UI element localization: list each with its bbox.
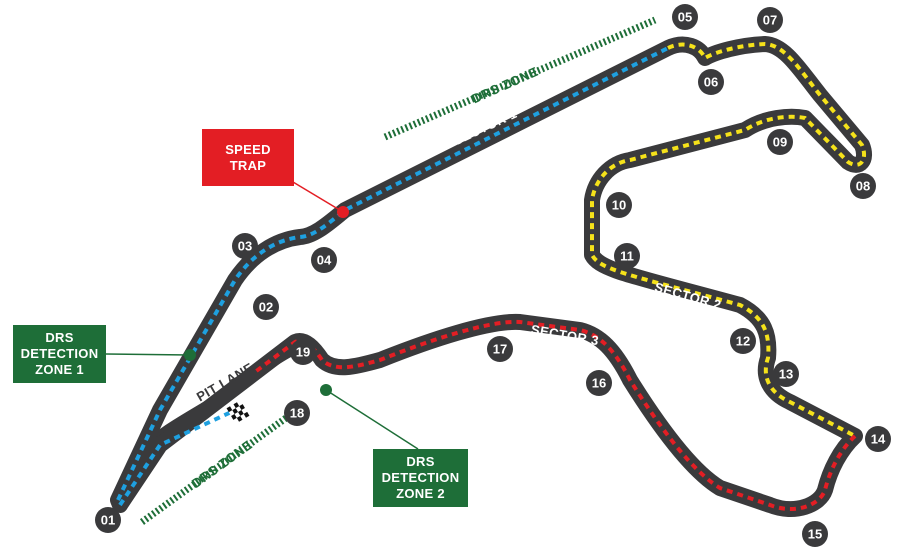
corner-number: 11 [620,249,634,264]
arrow-icon [222,420,233,432]
speed-trap-marker [337,206,349,218]
corner-badge-14: 14 [865,426,891,452]
corner-badge-13: 13 [773,361,799,387]
corner-number: 18 [290,406,304,421]
corner-badge-07: 07 [757,7,783,33]
track-outline [110,36,873,517]
speed-trap-box: SPEED TRAP [202,129,294,186]
corner-badge-04: 04 [311,247,337,273]
corner-number: 09 [773,135,787,150]
corner-number: 06 [704,75,718,90]
corner-number: 12 [736,334,750,349]
corner-badge-02: 02 [253,294,279,320]
sector-3-path [253,319,857,511]
corner-badge-10: 10 [606,192,632,218]
corner-badge-06: 06 [698,69,724,95]
corner-number: 02 [259,300,273,315]
corner-badge-19: 19 [290,339,316,365]
speed-trap-connector [292,181,344,213]
sector-2-path [590,41,867,438]
corner-badge-18: 18 [284,400,310,426]
corner-number: 05 [678,10,692,25]
corner-badge-17: 17 [487,336,513,362]
corner-badge-09: 09 [767,129,793,155]
sector-1-path-start [118,406,241,507]
drs-zone-top-label: DRS ZONE [469,64,540,107]
corner-number: 03 [238,239,252,254]
corner-badge-05: 05 [672,4,698,30]
drs-detection-2-marker [320,384,332,396]
corner-number: 19 [296,345,310,360]
drs-detection-zone-2-box: DRS DETECTION ZONE 2 [373,449,468,507]
corner-number: 07 [763,13,777,28]
corner-badge-03: 03 [232,233,258,259]
corner-number: 15 [808,527,822,542]
corner-number: 10 [612,198,626,213]
corner-badge-12: 12 [730,328,756,354]
corner-number: 01 [101,513,115,528]
corner-badge-16: 16 [586,370,612,396]
drs-detection-zone-1-box: DRS DETECTION ZONE 1 [13,325,106,383]
drs-det-1-connector [105,353,191,356]
corner-number: 16 [592,376,606,391]
drs-detection-1-marker [184,349,196,361]
checkered-flag-icon [226,400,250,424]
corner-badge-11: 11 [614,243,640,269]
corner-number: 17 [493,342,507,357]
drs-zone-bottom-label: DRS ZONE [189,437,255,491]
corner-number: 04 [317,253,332,268]
corner-badge-15: 15 [802,521,828,547]
corner-markers: 01 02 03 04 05 06 07 08 09 10 11 12 13 14 15 16 17 18 19 [95,4,891,547]
corner-number: 13 [779,367,793,382]
corner-number: 14 [871,432,886,447]
drs-det-2-connector [325,389,419,450]
corner-number: 08 [856,179,870,194]
corner-badge-01: 01 [95,507,121,533]
corner-badge-08: 08 [850,173,876,199]
sector-1-path [116,46,669,501]
